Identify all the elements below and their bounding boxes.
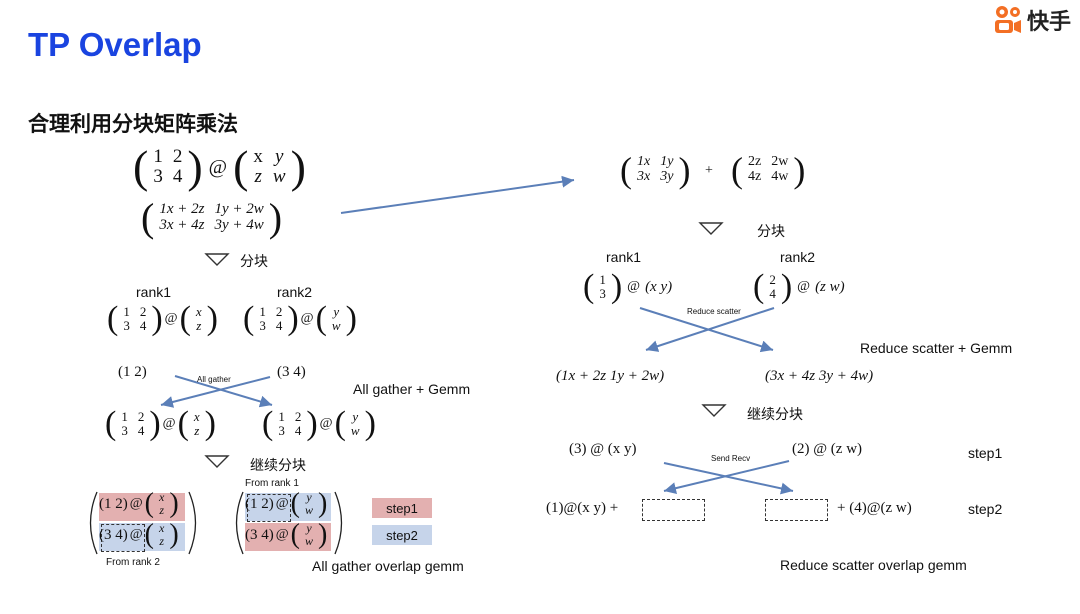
page-subtitle: 合理利用分块矩阵乘法: [28, 113, 238, 136]
from-rank2-label: From rank 2: [106, 557, 160, 568]
block1-dashed-box: [101, 524, 145, 552]
rank2-label-right: rank2: [780, 249, 816, 265]
block1-row1-highlight: [99, 493, 185, 521]
continue-split-label-left: 继续分块: [250, 457, 306, 473]
recv-buffer-right: [765, 499, 828, 521]
block-matrix-parens: [89, 491, 343, 555]
split-label-right: 分块: [757, 223, 785, 239]
block2-row2-highlight: [245, 523, 331, 551]
result-row-1: (1x + 2z 1y + 2w): [556, 368, 665, 384]
block2-row1-highlight: [245, 493, 331, 521]
rank1-label-right: rank1: [606, 249, 642, 265]
from-rank1-label: From rank 1: [245, 478, 299, 489]
sr-arrow-1: [663, 462, 794, 495]
all-gather-gemm-label: All gather + Gemm: [353, 381, 471, 397]
kuaishou-logo-icon: [995, 6, 1021, 33]
down-arrow-icon: [204, 222, 727, 468]
logo-text: 快手: [1027, 9, 1072, 34]
rs-arrow-1: [639, 307, 774, 353]
sr-arrow-2: [663, 460, 790, 495]
step1-left-expr: (3) @ (x y): [569, 441, 637, 457]
recv-buffer-left: [642, 499, 705, 521]
row-vector-a: (1 2): [118, 364, 147, 380]
reduce-scatter-gemm-label: Reduce scatter + Gemm: [860, 340, 1013, 356]
step1-right-expr: (2) @ (z w): [792, 441, 863, 457]
rs-arrow-2: [645, 307, 775, 352]
split-label: 分块: [240, 253, 268, 269]
plus-sign: +: [705, 163, 713, 178]
all-gather-small-label: All gather: [197, 375, 231, 384]
continue-split-label-right: 继续分块: [747, 406, 803, 422]
block2-dashed-box: [247, 494, 291, 522]
step2-left-expr: (1)@(x y) +: [546, 500, 619, 516]
step2-legend: step2: [372, 525, 432, 545]
rank2-label: rank2: [277, 284, 313, 300]
logo: 快手: [993, 4, 1071, 36]
result-row-2: (3x + 4z 3y + 4w): [765, 368, 874, 384]
gather-arrow-1: [174, 375, 273, 408]
send-recv-label: Send Recv: [711, 454, 751, 463]
step2-label-right: step2: [968, 501, 1003, 517]
block1-row2-highlight: [99, 523, 185, 551]
long-arrow: [340, 175, 575, 214]
row-vector-b: (3 4): [277, 364, 306, 380]
reduce-scatter-small-label: Reduce scatter: [687, 307, 741, 316]
step1-label-right: step1: [968, 445, 1003, 461]
rank1-label: rank1: [136, 284, 172, 300]
reduce-scatter-overlap-caption: Reduce scatter overlap gemm: [780, 557, 967, 573]
step2-right-expr: + (4)@(z w): [837, 500, 912, 516]
step1-legend: step1: [372, 498, 432, 518]
all-gather-overlap-caption: All gather overlap gemm: [312, 558, 464, 574]
page-title: TP Overlap: [28, 26, 202, 63]
gather-arrow-2: [160, 376, 271, 408]
